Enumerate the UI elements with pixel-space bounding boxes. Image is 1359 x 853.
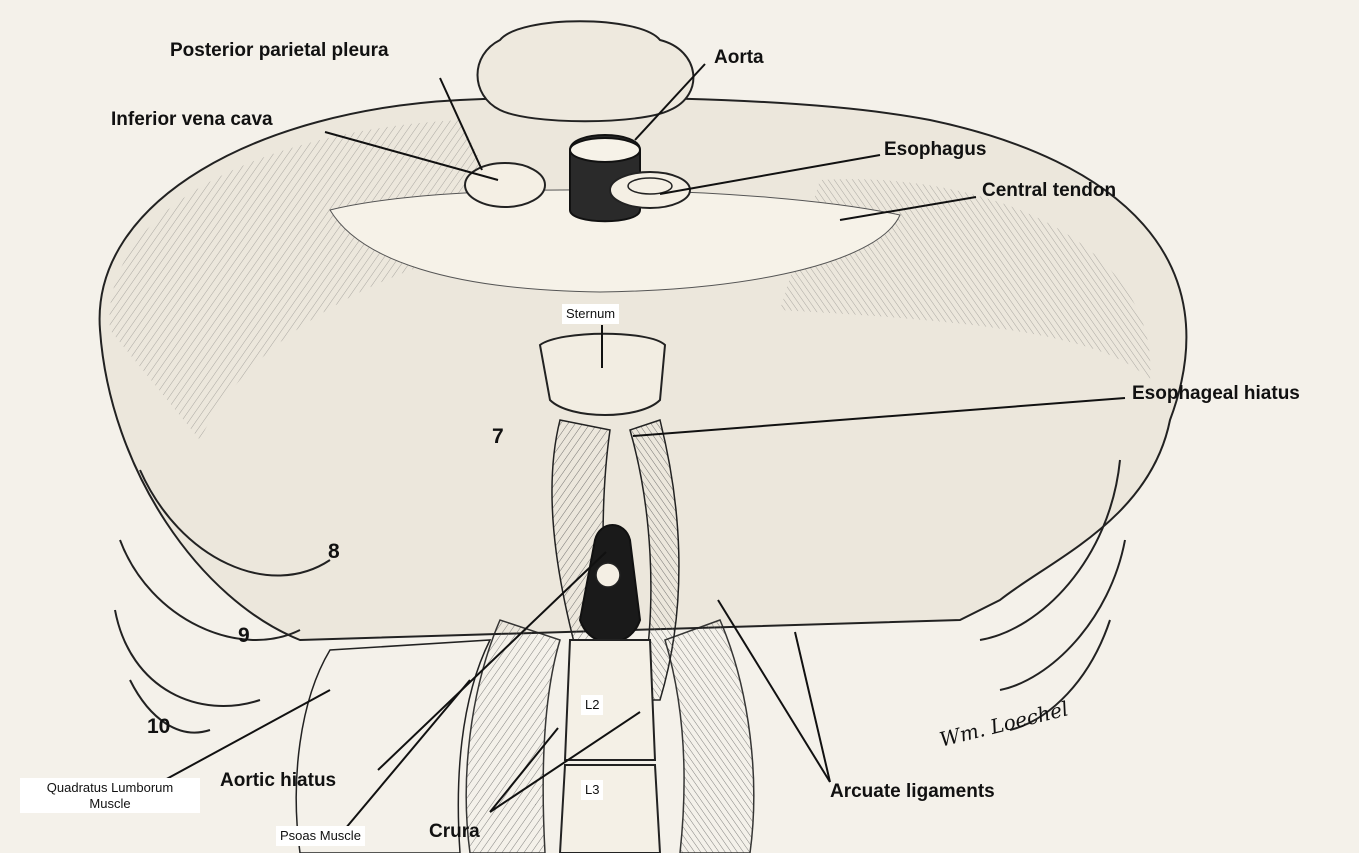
rib-arc-right-1 (979, 459, 1121, 641)
left-crus (629, 419, 680, 701)
ivc-opening (464, 162, 546, 208)
esophagus-opening (609, 171, 691, 209)
psoas-muscle-shape-right (664, 619, 755, 853)
label-inferior-vena-cava: Inferior vena cava (111, 109, 273, 130)
label-esophagus: Esophagus (884, 139, 987, 160)
label-arcuate-ligaments: Arcuate ligaments (830, 781, 995, 802)
central-tendon-shape (329, 189, 901, 293)
rib-arc-left-1 (139, 469, 331, 577)
label-quadratus-lumborum-line2: Muscle (89, 795, 131, 811)
rib-number-10: 10 (147, 715, 171, 738)
rib-number-8: 8 (328, 540, 340, 563)
label-posterior-parietal-pleura: Posterior parietal pleura (170, 40, 389, 61)
label-central-tendon: Central tendon (982, 180, 1117, 201)
rib-arc-left-4 (129, 679, 211, 734)
rib-arc-left-2 (119, 539, 301, 641)
thoracic-vertebra (476, 20, 695, 123)
rib-arc-right-3 (1009, 619, 1111, 731)
aorta-opening (569, 137, 641, 163)
label-crura: Crura (429, 821, 480, 842)
rib-arc-right-2 (999, 539, 1126, 691)
label-quadratus-lumborum: Quadratus Lumborum Muscle (20, 778, 200, 814)
label-aorta: Aorta (714, 47, 764, 68)
label-aortic-hiatus: Aortic hiatus (220, 770, 337, 791)
label-sternum: Sternum (562, 304, 620, 324)
vertebra-l2 (563, 639, 657, 761)
xiphoid-process (538, 332, 667, 416)
vertebra-l3 (558, 764, 662, 853)
psoas-muscle-shape (465, 619, 561, 853)
quadratus-lumborum-shape (295, 639, 492, 853)
label-l2: L2 (581, 695, 604, 715)
label-esophageal-hiatus: Esophageal hiatus (1132, 383, 1300, 404)
label-psoas-muscle: Psoas Muscle (276, 826, 365, 846)
rib-number-7: 7 (492, 425, 504, 448)
leader-lines (149, 63, 1126, 836)
rib-arc-left-3 (114, 609, 261, 707)
rib-number-9: 9 (238, 624, 250, 647)
label-l3: L3 (581, 780, 604, 800)
label-quadratus-lumborum-line1: Quadratus Lumborum (46, 780, 174, 795)
